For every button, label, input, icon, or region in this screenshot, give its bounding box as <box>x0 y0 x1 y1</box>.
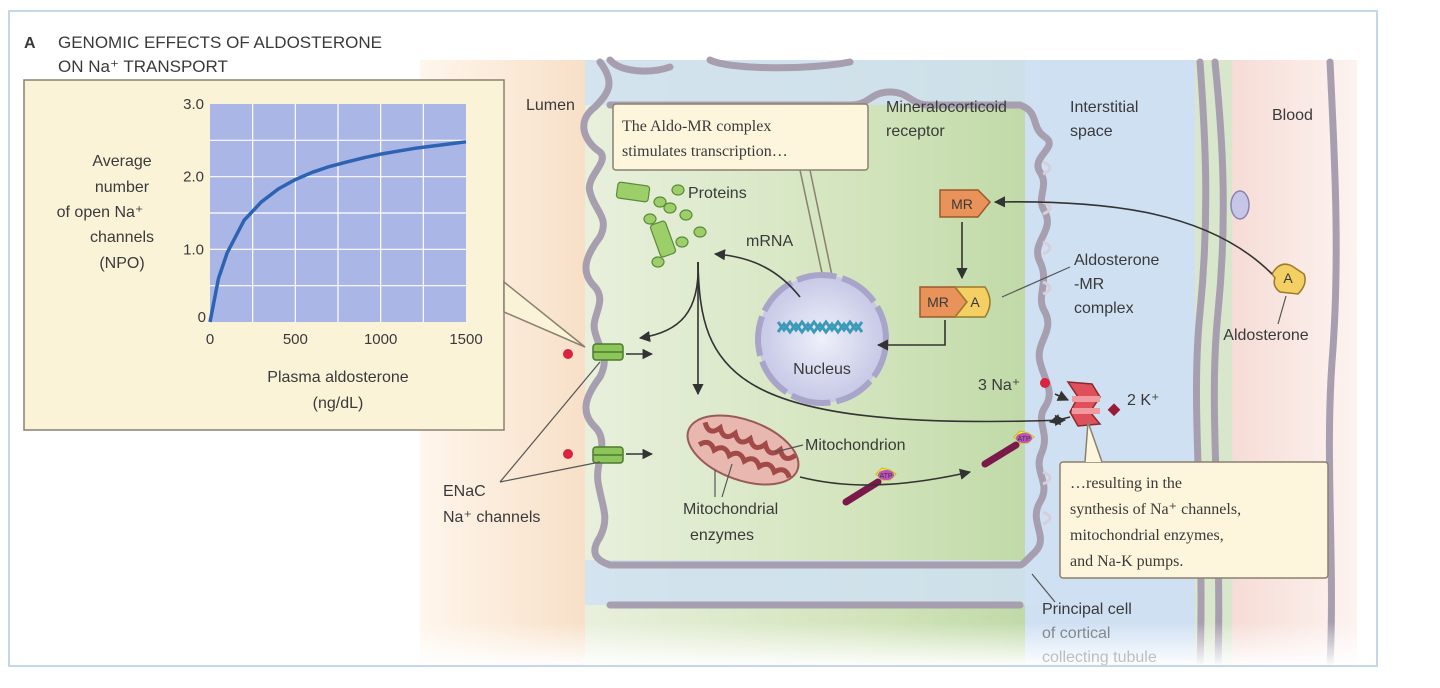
label-mineralocorticoid-line1: Mineralocorticoid <box>886 99 1007 116</box>
label-3-na: 3 Na⁺ <box>978 377 1020 394</box>
atp-label-1: ATP <box>879 473 892 480</box>
blood-cell <box>1230 190 1250 220</box>
x-axis-label-line2: (ng/dL) <box>313 395 364 412</box>
aldosterone-molecule <box>1271 263 1306 295</box>
callout-transcription-line1: The Aldo-MR complex <box>622 118 771 135</box>
chart-y-tick-label: 0 <box>198 309 206 326</box>
chart-y-tick-label: 2.0 <box>183 169 204 186</box>
enac-leaders <box>499 361 601 483</box>
label-a-blood: A <box>1283 270 1293 286</box>
panel-letter: A <box>24 35 36 52</box>
label-blood: Blood <box>1272 107 1313 124</box>
x-axis-label-line1: Plasma aldosterone <box>267 369 409 386</box>
label-mito-enzymes-line1: Mitochondrial <box>683 501 778 518</box>
label-enac-line1: ENaC <box>443 483 486 500</box>
y-axis-label-line1: Average <box>92 153 151 170</box>
proteins-cluster <box>615 181 707 268</box>
label-a-complex: A <box>970 294 980 310</box>
na-k-pump <box>1066 381 1102 427</box>
nucleus <box>755 272 889 406</box>
chart-y-tick-label: 1.0 <box>183 241 204 258</box>
chart-x-tick-label: 500 <box>283 331 308 348</box>
y-axis-label-line5: (NPO) <box>99 255 144 272</box>
na-ion-lumen-upper <box>563 349 573 359</box>
pathway-arrows <box>638 196 1273 486</box>
mito-enzymes-leaders <box>714 463 733 498</box>
label-aldo-mr-line1: Aldosterone <box>1074 252 1159 269</box>
membrane-highlights <box>1042 160 1052 526</box>
mr-receptor <box>939 189 992 218</box>
label-principal-line3: collecting tubule <box>1042 649 1157 665</box>
principal-cell-leader <box>1031 573 1056 603</box>
label-mito-enzymes-line2: enzymes <box>690 527 754 544</box>
enac-flux-arrows <box>626 348 654 460</box>
label-mitochondrion: Mitochondrion <box>805 437 906 454</box>
callout-transcription-line2: stimulates transcription… <box>622 143 788 160</box>
label-aldo-mr-line2: -MR <box>1074 276 1104 293</box>
chart-callout-pointer <box>503 280 586 348</box>
label-mr-complex: MR <box>927 294 949 310</box>
callout-synthesis-line2: synthesis of Na⁺ channels, <box>1070 501 1241 518</box>
label-mineralocorticoid-line2: receptor <box>886 123 945 140</box>
label-nucleus: Nucleus <box>793 361 851 378</box>
chart-x-tick-label: 0 <box>206 331 214 348</box>
label-lumen: Lumen <box>526 97 575 114</box>
chart-x-ticks: 0 500 1000 1500 <box>206 331 483 348</box>
mitochondrion-leader <box>774 444 804 453</box>
label-principal-line1: Principal cell <box>1042 601 1132 618</box>
na-ion-pump <box>1040 378 1050 388</box>
chart-y-tick-label: 3.0 <box>183 96 204 113</box>
callout-synthesis-pointer <box>1084 421 1103 463</box>
callout-synthesis-box <box>1059 461 1329 579</box>
figure-frame: A GENOMIC EFFECTS OF ALDOSTERONE ON Na⁺ … <box>8 10 1378 667</box>
label-mrna: mRNA <box>746 233 793 250</box>
y-axis-label-line4: channels <box>90 229 154 246</box>
callout-transcription-box <box>612 103 869 171</box>
callout-synthesis-line3: mitochondrial enzymes, <box>1070 527 1224 544</box>
label-aldo-mr-line3: complex <box>1074 300 1134 317</box>
label-proteins: Proteins <box>688 185 747 202</box>
enac-channel-upper <box>592 343 624 361</box>
y-axis-label-line3: of open Na⁺ <box>57 204 144 221</box>
label-2-k: 2 K⁺ <box>1127 392 1159 409</box>
chart-y-ticks: 0 1.0 2.0 3.0 <box>183 96 206 326</box>
figure-canvas: A GENOMIC EFFECTS OF ALDOSTERONE ON Na⁺ … <box>10 33 1376 665</box>
aldo-mr-leader <box>1001 266 1071 298</box>
label-interstitial-line1: Interstitial <box>1070 99 1138 116</box>
chart-series-line <box>208 140 467 323</box>
label-principal-line2: of cortical <box>1042 625 1110 642</box>
callout-synthesis-line1: …resulting in the <box>1070 475 1182 492</box>
label-aldosterone: Aldosterone <box>1223 327 1308 344</box>
label-interstitial-line2: space <box>1070 123 1113 140</box>
figure-title-line1: GENOMIC EFFECTS OF ALDOSTERONE <box>58 33 382 52</box>
callout-transcription-pointer <box>799 169 836 291</box>
label-mr: MR <box>951 196 973 212</box>
chart-x-tick-label: 1500 <box>449 331 482 348</box>
dna-strands <box>776 319 864 335</box>
mitochondrion <box>686 414 800 486</box>
figure-title-line2: ON Na⁺ TRANSPORT <box>58 57 228 76</box>
aldosterone-leader <box>1277 295 1287 325</box>
callout-synthesis-line4: and Na-K pumps. <box>1070 553 1183 570</box>
y-axis-label-line2: number <box>95 179 150 196</box>
label-enac-line2: Na⁺ channels <box>443 509 540 526</box>
aldosterone-in-complex <box>953 286 991 318</box>
bottom-fade <box>10 622 1376 665</box>
chart-x-tick-label: 1000 <box>364 331 397 348</box>
enac-channel-lower <box>592 446 624 464</box>
na-ion-lumen-lower <box>563 449 573 459</box>
atp-label-2: ATP <box>1017 436 1030 443</box>
atp-molecule-2 <box>981 430 1035 468</box>
